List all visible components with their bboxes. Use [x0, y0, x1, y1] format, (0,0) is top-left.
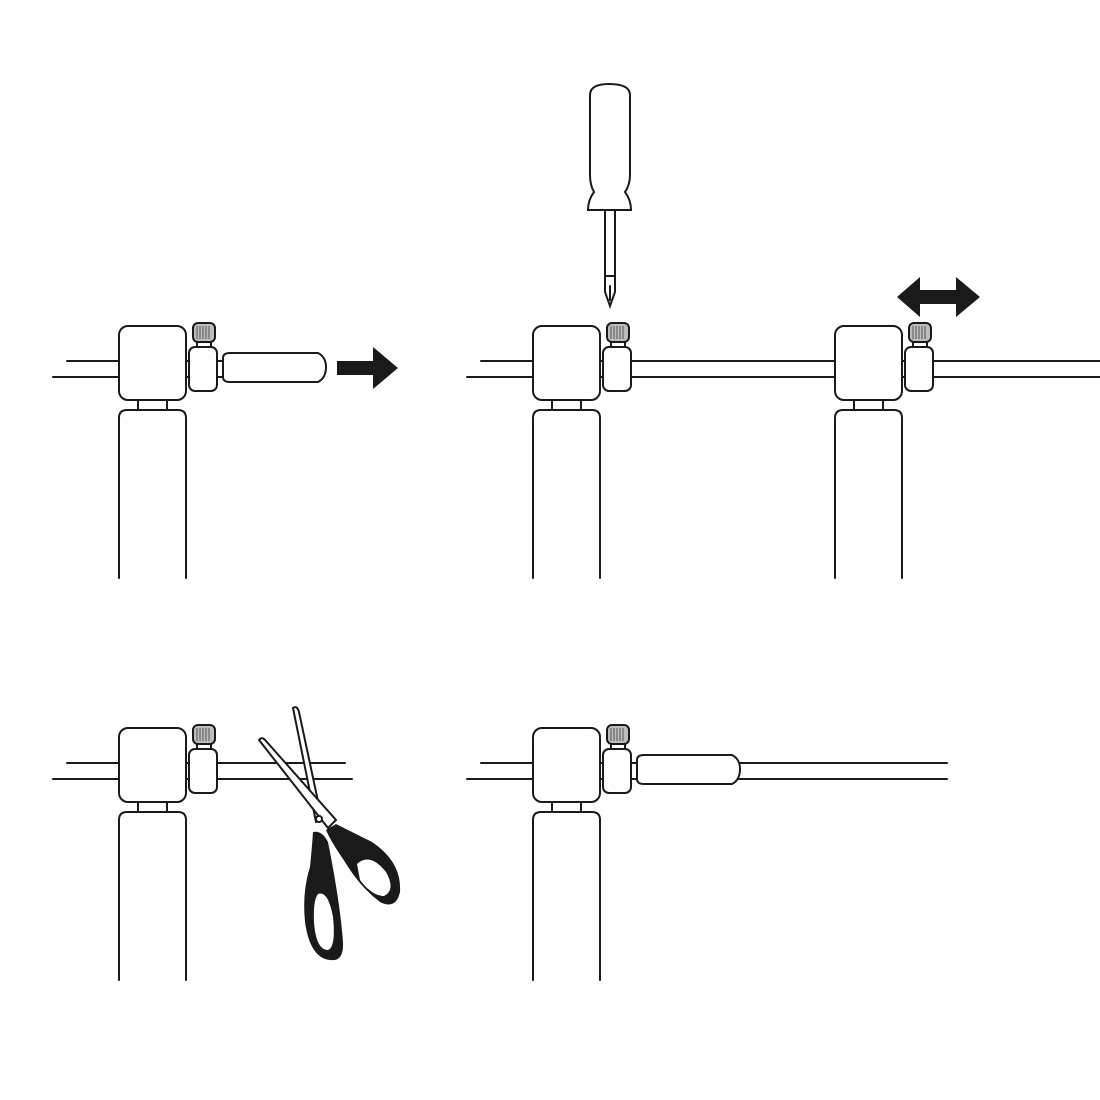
pole-tube [532, 811, 601, 981]
cord [52, 360, 120, 378]
adjustment-knob [908, 322, 932, 343]
handle-grip [222, 352, 328, 383]
clamp-body [602, 748, 632, 794]
panel-step-4 [52, 706, 401, 981]
clamp-body [188, 748, 218, 794]
panel-step-5 [466, 724, 948, 981]
pole-head-box [532, 727, 601, 803]
clamp [188, 322, 218, 392]
pole-head-box [118, 727, 187, 803]
pole-tube [532, 409, 601, 579]
pole-head-box [118, 325, 187, 401]
clamp-body [904, 346, 934, 392]
clamp [602, 322, 632, 392]
panel-step-1 [52, 322, 398, 579]
pole-tube [118, 409, 187, 579]
pole [118, 325, 187, 579]
pole [532, 325, 601, 579]
pole-tube [118, 811, 187, 981]
pole [118, 727, 187, 981]
scissors-pivot [315, 815, 323, 823]
pole-head-box [532, 325, 601, 401]
scissors-handle-left-hole [313, 893, 334, 950]
pole-head-box [834, 325, 903, 401]
panel-step-2 [466, 82, 1100, 579]
clamp [602, 724, 632, 794]
scissors-handle-right-hole [357, 859, 391, 896]
adjustment-knob [192, 724, 216, 745]
clamp-body [602, 346, 632, 392]
cord [768, 360, 1100, 378]
pole [532, 727, 601, 981]
panel-step-3 [768, 277, 1100, 579]
clamp-body [188, 346, 218, 392]
screwdriver-shaft [604, 209, 616, 277]
adjustment-knob [606, 724, 630, 745]
screwdriver-handle [586, 82, 633, 211]
pole-tube [834, 409, 903, 579]
handle-grip [636, 754, 742, 785]
arrow-right-icon [337, 347, 398, 389]
double-arrow-horizontal-icon [897, 277, 980, 317]
scissors [257, 706, 401, 961]
adjustment-knob [606, 322, 630, 343]
pole [834, 325, 903, 579]
scissors-blade-front [257, 737, 338, 830]
clamp [188, 724, 218, 794]
adjustment-knob [192, 322, 216, 343]
clamp [904, 322, 934, 392]
screwdriver [586, 82, 633, 309]
